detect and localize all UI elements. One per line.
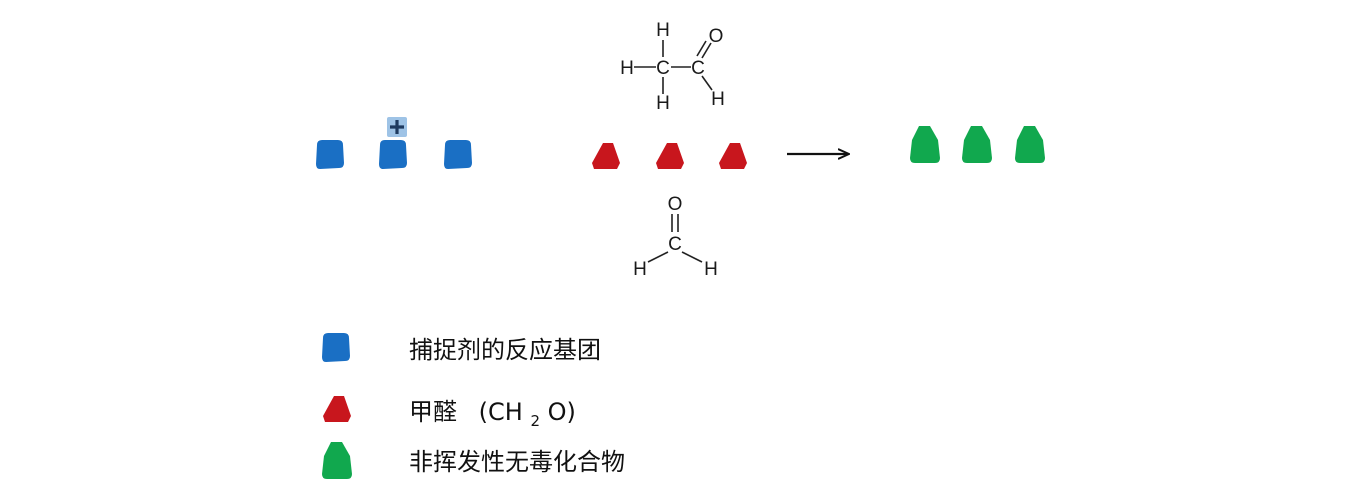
- legend-label-main: 甲醛: [409, 398, 457, 426]
- scavenger-group-icon: [316, 140, 344, 169]
- scavenger-group-icon: [444, 140, 472, 169]
- formaldehyde-row: [592, 143, 747, 169]
- legend-item-formaldehyde: 甲醛 (CH 2 O): [323, 396, 576, 432]
- atom-h: H: [656, 93, 670, 114]
- atom-h: H: [633, 259, 647, 280]
- atom-h: H: [711, 89, 725, 110]
- scavenger-group-icon: [379, 140, 407, 169]
- atom-c: C: [668, 234, 682, 255]
- product-row: [910, 126, 1045, 163]
- non-volatile-compound-icon: [910, 126, 940, 163]
- atom-h: H: [620, 58, 634, 79]
- formaldehyde-icon: [323, 396, 351, 422]
- plus-icon: [390, 120, 404, 134]
- acetaldehyde-structure: H H C H C O H: [620, 20, 725, 114]
- legend-label-subscript: 2: [530, 412, 540, 430]
- non-volatile-compound-icon: [1015, 126, 1045, 163]
- atom-c: C: [656, 58, 670, 79]
- legend: 捕捉剂的反应基团 甲醛 (CH 2 O) 非挥发性无毒化合物: [322, 333, 625, 479]
- non-volatile-compound-icon: [962, 126, 992, 163]
- legend-label-formula-end: O): [548, 398, 576, 426]
- formaldehyde-icon: [592, 143, 620, 169]
- formaldehyde-icon: [719, 143, 747, 169]
- atom-o: O: [668, 194, 683, 215]
- non-volatile-compound-icon: [322, 442, 352, 479]
- bond: [701, 42, 712, 59]
- scavenger-group-icon: [322, 333, 350, 362]
- legend-label: 甲醛 (CH 2 O): [409, 398, 576, 432]
- atom-c: C: [691, 58, 705, 79]
- scavenger-group-row: [316, 117, 472, 169]
- bond: [696, 40, 707, 57]
- formaldehyde-structure: O C H H: [633, 194, 718, 280]
- atom-h: H: [656, 20, 670, 41]
- legend-label-formula: (CH: [479, 398, 523, 426]
- bond: [701, 75, 713, 91]
- atom-o: O: [709, 26, 724, 47]
- atom-h: H: [704, 259, 718, 280]
- legend-item-scavenger: 捕捉剂的反应基团: [322, 333, 601, 364]
- legend-label: 非挥发性无毒化合物: [409, 448, 625, 476]
- bond: [647, 251, 669, 263]
- formaldehyde-icon: [656, 143, 684, 169]
- legend-label: 捕捉剂的反应基团: [409, 336, 601, 364]
- legend-item-product: 非挥发性无毒化合物: [322, 442, 625, 479]
- bond: [681, 251, 703, 263]
